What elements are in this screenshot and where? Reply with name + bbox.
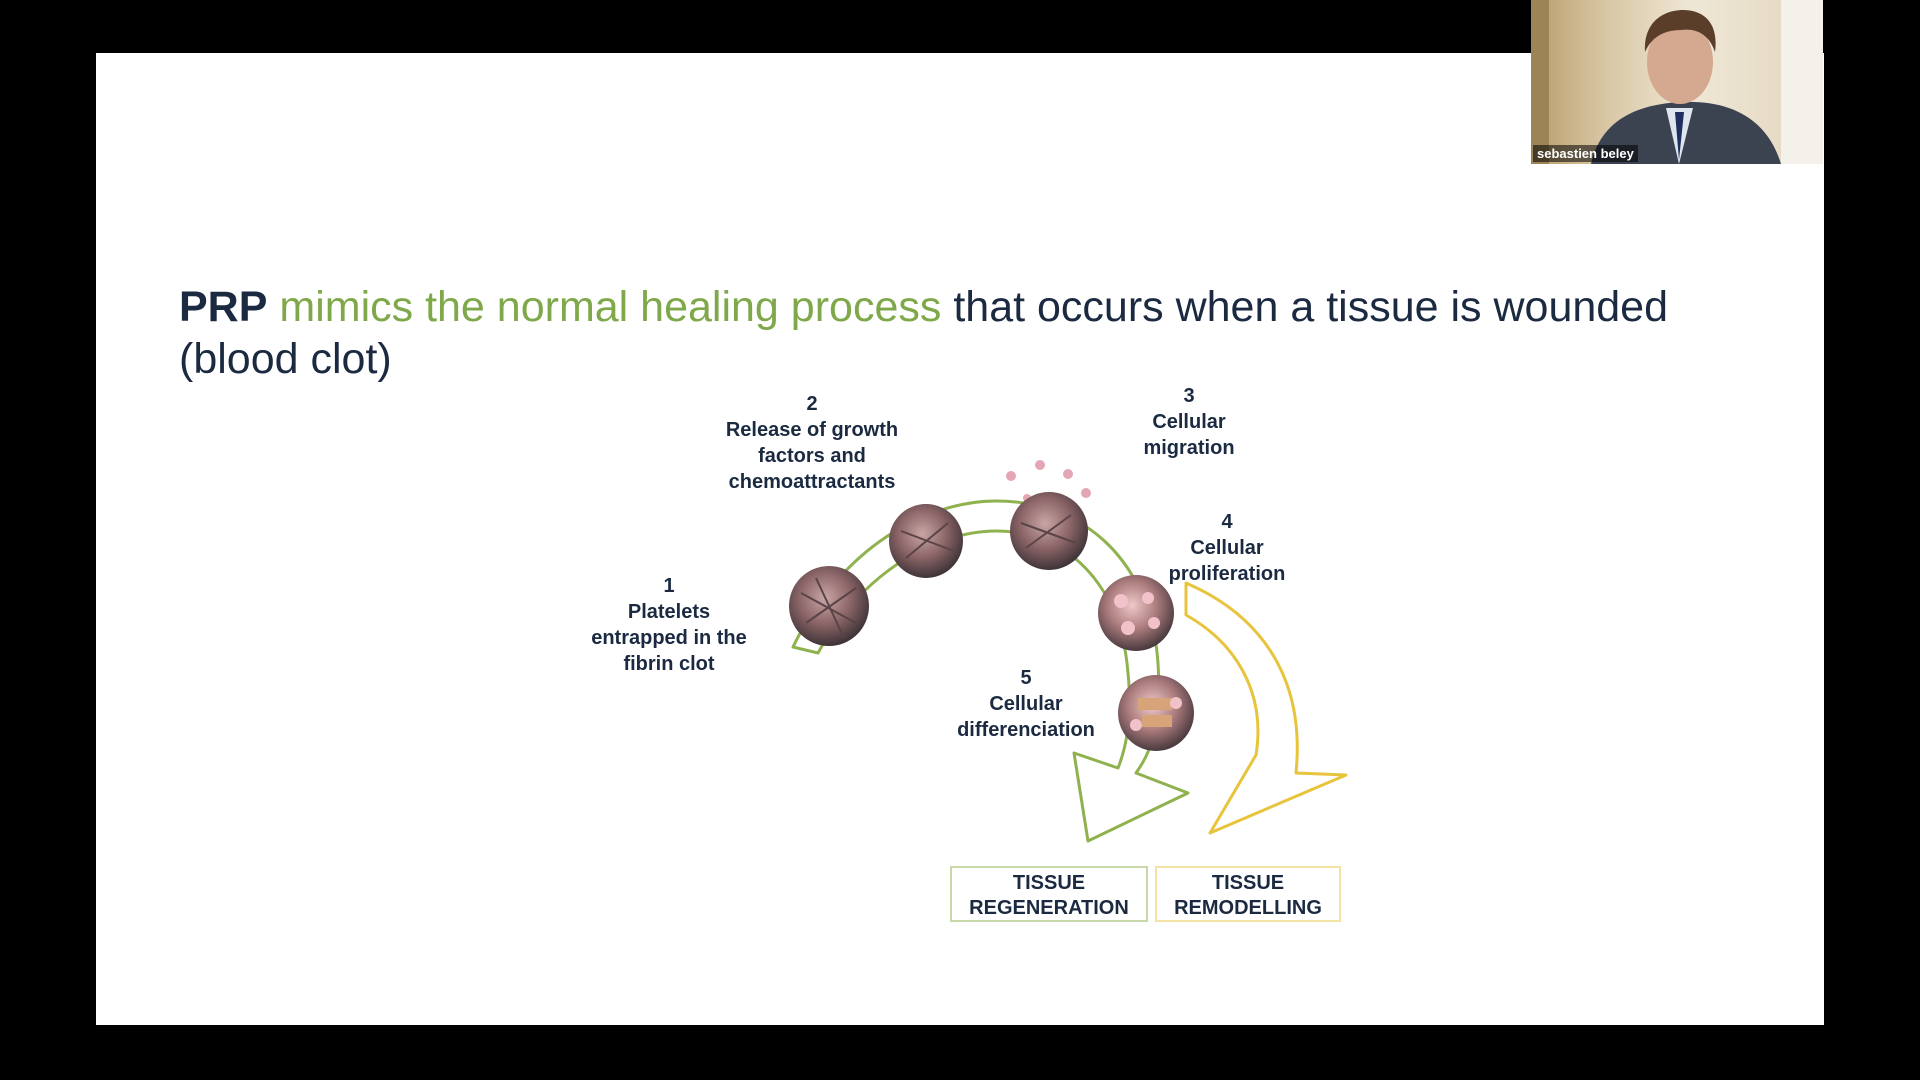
cell-proliferation [1098,575,1174,651]
title-green-phrase: mimics the normal healing process [279,283,942,331]
step-3-label: 3 Cellular migration [1143,385,1235,459]
cell-differentiation [1118,675,1194,751]
step-2-label: 2 Release of growth factors and chemoatt… [725,393,899,493]
title-rest: that occurs when a tissue is wounded (bl… [179,283,1669,383]
participant-video-tile[interactable]: sebastien beley [1531,0,1823,164]
cell-platelets-clot [789,566,869,646]
step-5-label: 5 Cellular differenciation [957,667,1095,741]
participant-name-label: sebastien beley [1533,145,1638,162]
presentation-slide: PRP mimics the normal healing process th… [96,53,1824,1025]
tissue-remodelling-box: TISSUE REMODELLING [1155,866,1341,922]
slide-title: PRP mimics the normal healing process th… [179,281,1779,385]
step-4-label: 4 Cellular proliferation [1168,511,1286,585]
participant-video-feed [1531,0,1823,164]
title-bold-prp: PRP [179,283,268,331]
step-1-label: 1 Platelets entrapped in the fibrin clot [591,575,747,675]
cell-migration [1010,492,1088,570]
healing-cycle-arrow-shape [791,499,1190,843]
remodelling-arrow-shape [1184,581,1348,835]
tissue-regeneration-box: TISSUE REGENERATION [950,866,1148,922]
cell-growth-factors [889,504,963,578]
healing-process-diagram [789,460,1348,843]
